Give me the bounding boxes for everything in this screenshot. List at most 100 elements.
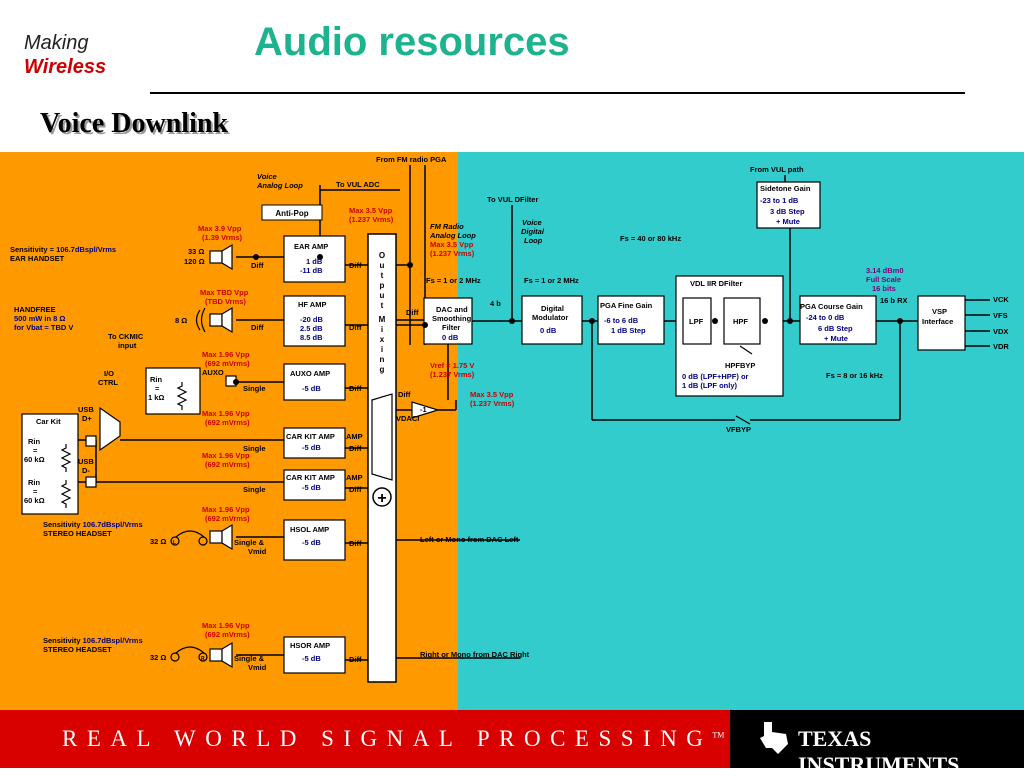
vsp-title: VSP <box>932 307 947 316</box>
label-max35: Max 3.5 Vpp <box>349 206 393 215</box>
hsor-amp-block <box>283 636 346 674</box>
lpf-block <box>682 297 712 345</box>
dac-gain: 0 dB <box>442 333 459 342</box>
mixer-letter: u <box>380 261 385 270</box>
label-max196: Max 1.96 Vpp <box>202 350 250 359</box>
mixer-letter: O <box>379 251 385 260</box>
hsol-amp-gain: -5 dB <box>302 538 321 547</box>
label-full-scale: Full Scale <box>866 275 901 284</box>
label-diff: Diff <box>349 539 362 548</box>
hf-amp-title: HF AMP <box>298 300 326 309</box>
summing-node-icon <box>372 487 392 507</box>
label-to-ckmic: To CKMIC <box>108 332 144 341</box>
label-single-vmid: Single & <box>234 538 265 547</box>
dig-mod-title: Modulator <box>532 313 568 322</box>
label-amp-tag: AMP <box>346 473 363 482</box>
pga-course-block <box>799 295 877 345</box>
mixer-letter: g <box>380 365 385 374</box>
port-vck: VCK <box>993 295 1009 304</box>
label-sensitivity-ear: Sensitivity = 106.7dBspl/Vrms <box>10 245 116 254</box>
headset-r-icon <box>170 652 180 662</box>
label-handfree-power: 500 mW in 8 Ω <box>14 314 65 323</box>
page-title: Audio resources <box>254 20 570 64</box>
pga-fine-range: -6 to 6 dB <box>604 316 639 325</box>
mixer-letter: i <box>381 345 383 354</box>
junction-dot <box>407 262 413 268</box>
hf-amp-block <box>283 295 346 347</box>
label-diff: Diff <box>251 261 264 270</box>
mixer-letter: u <box>380 291 385 300</box>
logo-making: Making <box>24 32 89 54</box>
label-voice-analog-loop: Voice <box>257 172 277 181</box>
label-sensitivity-stereo: Sensitivity 106.7dBspl/Vrms <box>43 636 143 645</box>
label-max196: (692 mVrms) <box>205 418 250 427</box>
label-diff: Diff <box>349 384 362 393</box>
label-max35: (1.237 Vrms) <box>430 249 475 258</box>
label-single-vmid: Vmid <box>248 663 267 672</box>
label-full-scale: 16 bits <box>872 284 896 293</box>
label-from-fm: From FM radio PGA <box>376 155 447 164</box>
label-16b-rx: 16 b RX <box>880 296 908 305</box>
label-from-vul: From VUL path <box>750 165 804 174</box>
pga-course-range: -24 to 0 dB <box>806 313 845 322</box>
label-vfbyp: VFBYP <box>726 425 751 434</box>
vfbyp-switch-icon <box>735 415 751 425</box>
title-rule <box>150 92 965 94</box>
vsp-interface-block <box>917 295 966 351</box>
label-33ohm: 33 Ω <box>188 247 204 256</box>
label-voice-analog-loop: Analog Loop <box>256 181 303 190</box>
label-max196: (692 mVrms) <box>205 630 250 639</box>
texas-state-icon <box>760 722 788 754</box>
label-handfree: HANDFREE <box>14 305 56 314</box>
port-vfs: VFS <box>993 311 1008 320</box>
port-vdx: VDX <box>993 327 1008 336</box>
label-single-vmid: Vmid <box>248 547 267 556</box>
label-voice-digital-loop: Voice <box>522 218 542 227</box>
hf-amp-gain: -20 dB <box>300 315 324 324</box>
label-diff: Diff <box>349 444 362 453</box>
rin-1k-block <box>145 367 201 415</box>
label-diff: Diff <box>349 323 362 332</box>
label-usb-dplus: USB <box>78 405 94 414</box>
mixer-letter: M <box>379 315 386 324</box>
page-subtitle: Voice Downlink <box>40 108 229 139</box>
junction-dot <box>762 318 768 324</box>
label-full-scale: 3.14 dBm0 <box>866 266 904 275</box>
label-max-tbd: Max TBD Vpp <box>200 288 249 297</box>
hpf-label: HPF <box>733 317 748 326</box>
hsol-amp-block <box>283 519 346 561</box>
label-diff: Diff <box>398 390 411 399</box>
hf-amp-gain: 8.5 dB <box>300 333 323 342</box>
mixer-amp-triangle <box>371 393 393 481</box>
label-rin-60k: 60 kΩ <box>24 455 45 464</box>
mixer-letter: i <box>381 325 383 334</box>
label-32ohm: 32 Ω <box>150 653 166 662</box>
ear-amp-title: EAR AMP <box>294 242 328 251</box>
label-8ohm: 8 Ω <box>175 316 187 325</box>
junction-dot <box>422 322 428 328</box>
digital-region <box>458 152 1024 710</box>
inverter-icon <box>411 401 441 419</box>
car-kit-amp-title: CAR KIT AMP <box>286 432 335 441</box>
hsol-speaker-icon <box>209 530 223 544</box>
label-rin-60k: 60 kΩ <box>24 496 45 505</box>
anti-pop-block <box>261 204 323 221</box>
label-32ohm: 32 Ω <box>150 537 166 546</box>
usb-dminus-port-icon <box>85 476 97 488</box>
label-eq: = <box>33 446 38 455</box>
label-usb-dminus: USB <box>78 457 94 466</box>
label-car-kit: Car Kit <box>36 417 61 426</box>
hsor-amp-title: HSOR AMP <box>290 641 330 650</box>
label-voice-digital-loop: Digital <box>521 227 545 236</box>
junction-dot <box>317 254 323 260</box>
mixer-letter: x <box>380 335 385 344</box>
lpf-label: LPF <box>689 317 704 326</box>
label-usb-dminus: D- <box>82 466 90 475</box>
label-amp-tag: AMP <box>346 432 363 441</box>
label-max35: (1.237 Vrms) <box>349 215 394 224</box>
label-fs-40-80: Fs = 40 or 80 kHz <box>620 234 681 243</box>
label-fs-1-2: Fs = 1 or 2 MHz <box>426 276 481 285</box>
label-max196: Max 1.96 Vpp <box>202 505 250 514</box>
hpf-block <box>723 297 761 345</box>
